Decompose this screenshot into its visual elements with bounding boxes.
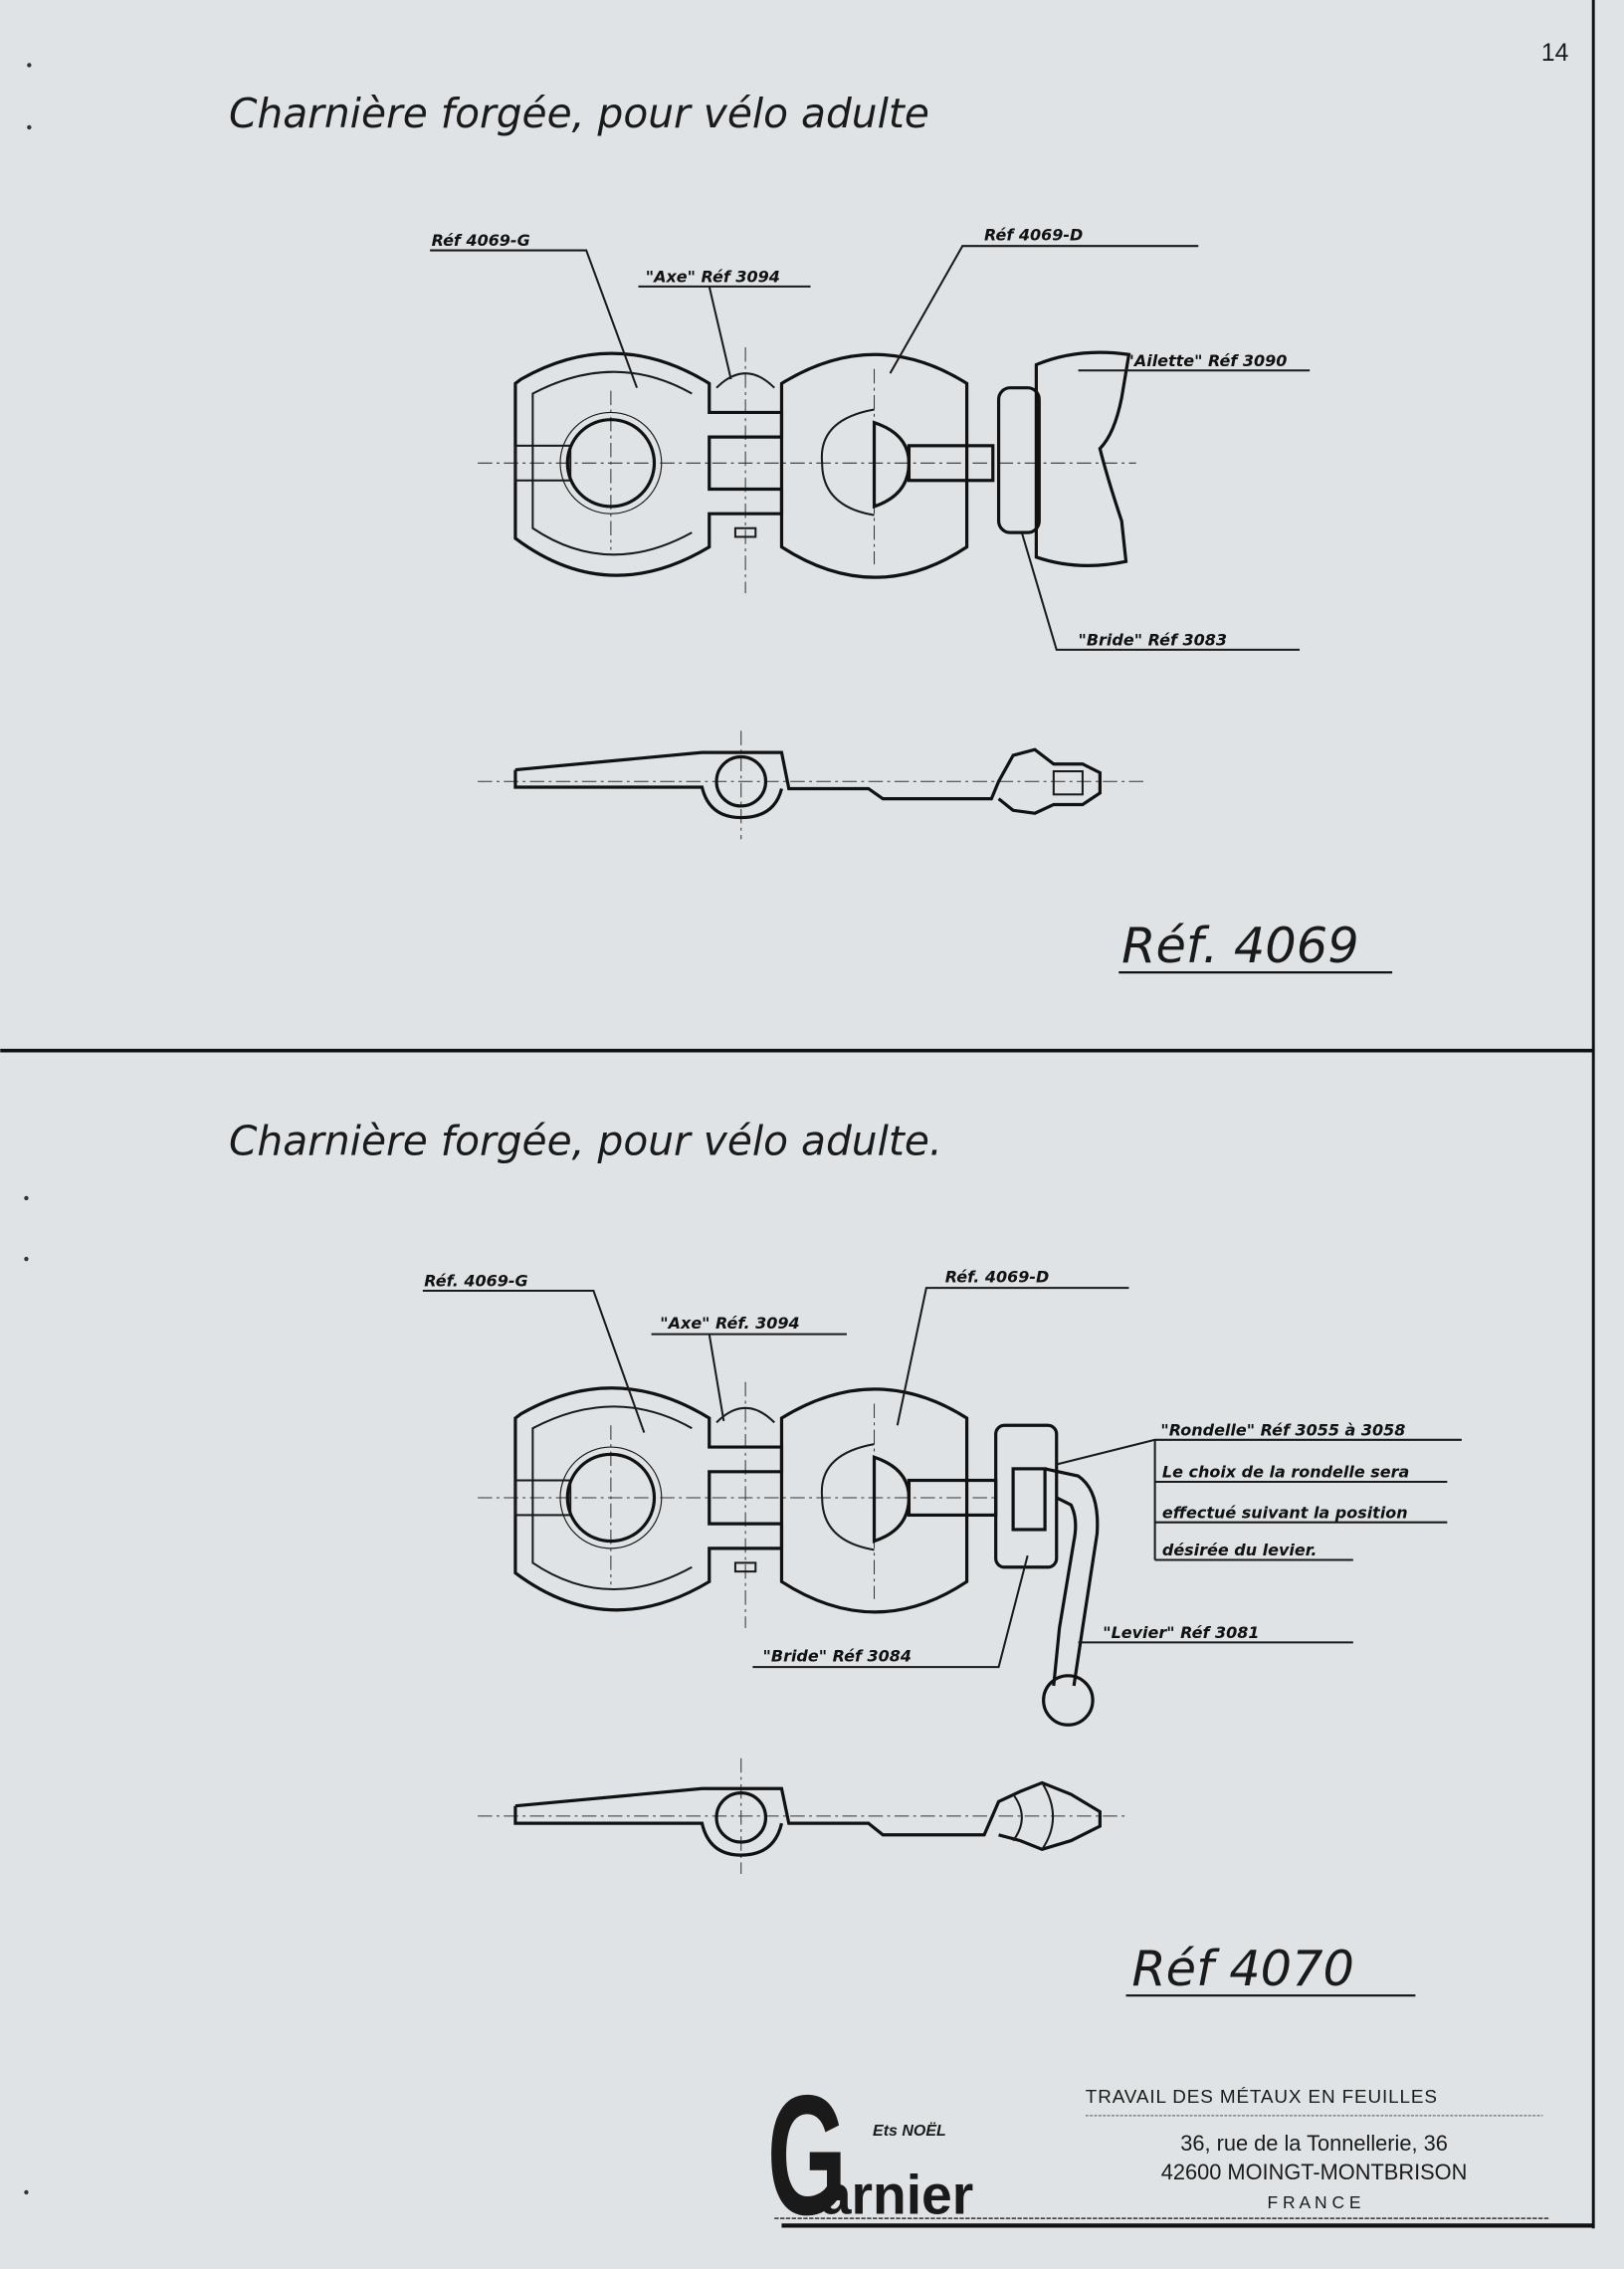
callouts: Réf 4069-G "Axe" Réf 3094 Réf 4069-D "Ai… <box>430 225 1311 651</box>
hinge-front-view <box>478 1381 1100 1727</box>
label-bride-3084: "Bride" Réf 3084 <box>763 1646 912 1665</box>
section-title: Charnière forgée, pour vélo adulte. <box>229 1117 942 1164</box>
label-axe-3094: "Axe" Réf 3094 <box>646 268 780 287</box>
label-levier-3081: "Levier" Réf 3081 <box>1103 1623 1259 1642</box>
label-bride-3083: "Bride" Réf 3083 <box>1079 631 1227 650</box>
label-rondelle: "Rondelle" Réf 3055 à 3058 <box>1160 1420 1405 1439</box>
reference-number: Réf. 4069 <box>1121 917 1358 974</box>
address-line-2: 42600 MOINGT-MONTBRISON <box>1161 2160 1468 2184</box>
callouts: Réf. 4069-G "Axe" Réf. 3094 Réf. 4069-D … <box>422 1267 1462 1669</box>
label-ref-4069-d: Réf. 4069-D <box>945 1267 1049 1286</box>
logo-prefix: Ets NOËL <box>873 2122 946 2140</box>
label-ref-4069-g: Réf. 4069-G <box>424 1272 527 1291</box>
label-ref-4069-g: Réf 4069-G <box>432 231 530 250</box>
label-ailette-3090: "Ailette" Réf 3090 <box>1126 351 1288 370</box>
washer-note-line-1: Le choix de la rondelle sera <box>1162 1463 1409 1482</box>
hinge-side-view <box>478 1757 1129 1875</box>
address-country: F R A N C E <box>1268 2192 1361 2212</box>
hinge-side-view <box>478 730 1143 840</box>
section-ref-4069: Charnière forgée, pour vélo adulte <box>229 90 1393 974</box>
section-ref-4070: Charnière forgée, pour vélo adulte. <box>229 1117 1462 1997</box>
label-axe-3094: "Axe" Réf. 3094 <box>660 1314 799 1333</box>
washer-note-line-3: désirée du levier. <box>1162 1541 1318 1559</box>
address-line-1: 36, rue de la Tonnellerie, 36 <box>1180 2131 1448 2156</box>
logo-name: arnier <box>821 2165 974 2226</box>
page-number: 14 <box>1541 40 1569 67</box>
section-title: Charnière forgée, pour vélo adulte <box>229 90 929 137</box>
company-footer: G Ets NOËL arnier TRAVAIL DES MÉTAUX EN … <box>767 2060 1549 2250</box>
hinge-front-view <box>478 346 1136 594</box>
company-tagline: TRAVAIL DES MÉTAUX EN FEUILLES <box>1086 2087 1438 2108</box>
label-ref-4069-d: Réf 4069-D <box>984 225 1083 244</box>
washer-note-line-2: effectué suivant la position <box>1162 1503 1408 1522</box>
reference-number: Réf 4070 <box>1131 1940 1354 1997</box>
